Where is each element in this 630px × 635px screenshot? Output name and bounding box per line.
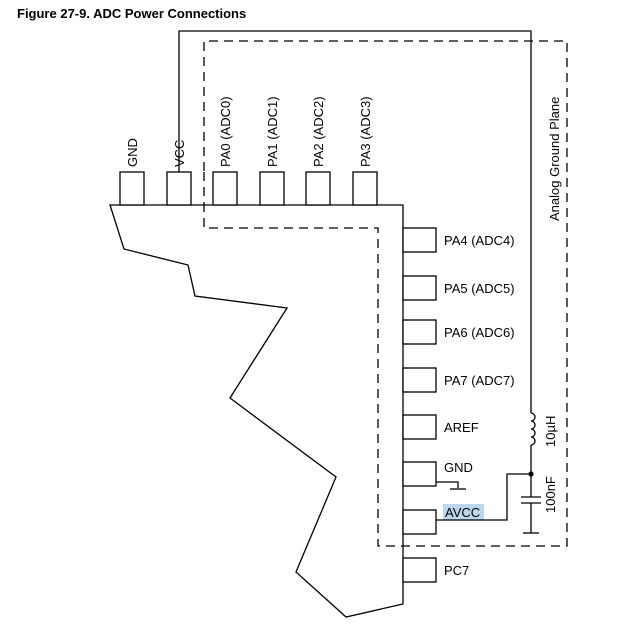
pin-label-pa6: PA6 (ADC6) [444, 325, 515, 340]
figure-title: Figure 27-9. ADC Power Connections [17, 6, 247, 21]
vcc-supply-line [178, 30, 532, 413]
pin-label-pa4: PA4 (ADC4) [444, 233, 515, 248]
pin-label-pa2: PA2 (ADC2) [311, 96, 326, 167]
pin-pa1 [259, 171, 285, 206]
pin-label-gnd2: GND [444, 460, 473, 475]
pin-pc7 [402, 557, 437, 583]
inductor-label: 10µH [543, 416, 558, 447]
pin-gnd2 [402, 461, 437, 487]
gnd-pin-wire [436, 481, 459, 488]
avcc-label-highlight [443, 504, 484, 520]
pin-vcc [166, 171, 192, 206]
pin-aref [402, 414, 437, 440]
pin-label-pa1: PA1 (ADC1) [265, 96, 280, 167]
pin-label-pa0: PA0 (ADC0) [218, 96, 233, 167]
pin-label-gnd: GND [125, 138, 140, 167]
pin-pa4 [402, 227, 437, 253]
avcc-supply-wire [436, 473, 531, 521]
pin-label-aref: AREF [444, 420, 479, 435]
pin-label-pa3: PA3 (ADC3) [358, 96, 373, 167]
capacitor-label: 100nF [543, 476, 558, 513]
inductor-symbol [530, 412, 536, 446]
analog-ground-plane-boundary [203, 40, 568, 547]
pin-pa2 [305, 171, 331, 206]
pin-label-vcc: VCC [172, 140, 187, 167]
pin-pa7 [402, 367, 437, 393]
pin-pa5 [402, 275, 437, 301]
pin-pa3 [352, 171, 378, 206]
ground-plane-label: Analog Ground Plane [547, 97, 562, 221]
pin-label-pa7: PA7 (ADC7) [444, 373, 515, 388]
mcu-package-outline [109, 204, 404, 618]
pin-pa6 [402, 319, 437, 345]
pin-gnd [119, 171, 145, 206]
pin-pa0 [212, 171, 238, 206]
pin-label-avcc: AVCC [445, 505, 480, 520]
pin-label-pa5: PA5 (ADC5) [444, 281, 515, 296]
pin-avcc [402, 509, 437, 535]
pin-label-pc7: PC7 [444, 563, 469, 578]
